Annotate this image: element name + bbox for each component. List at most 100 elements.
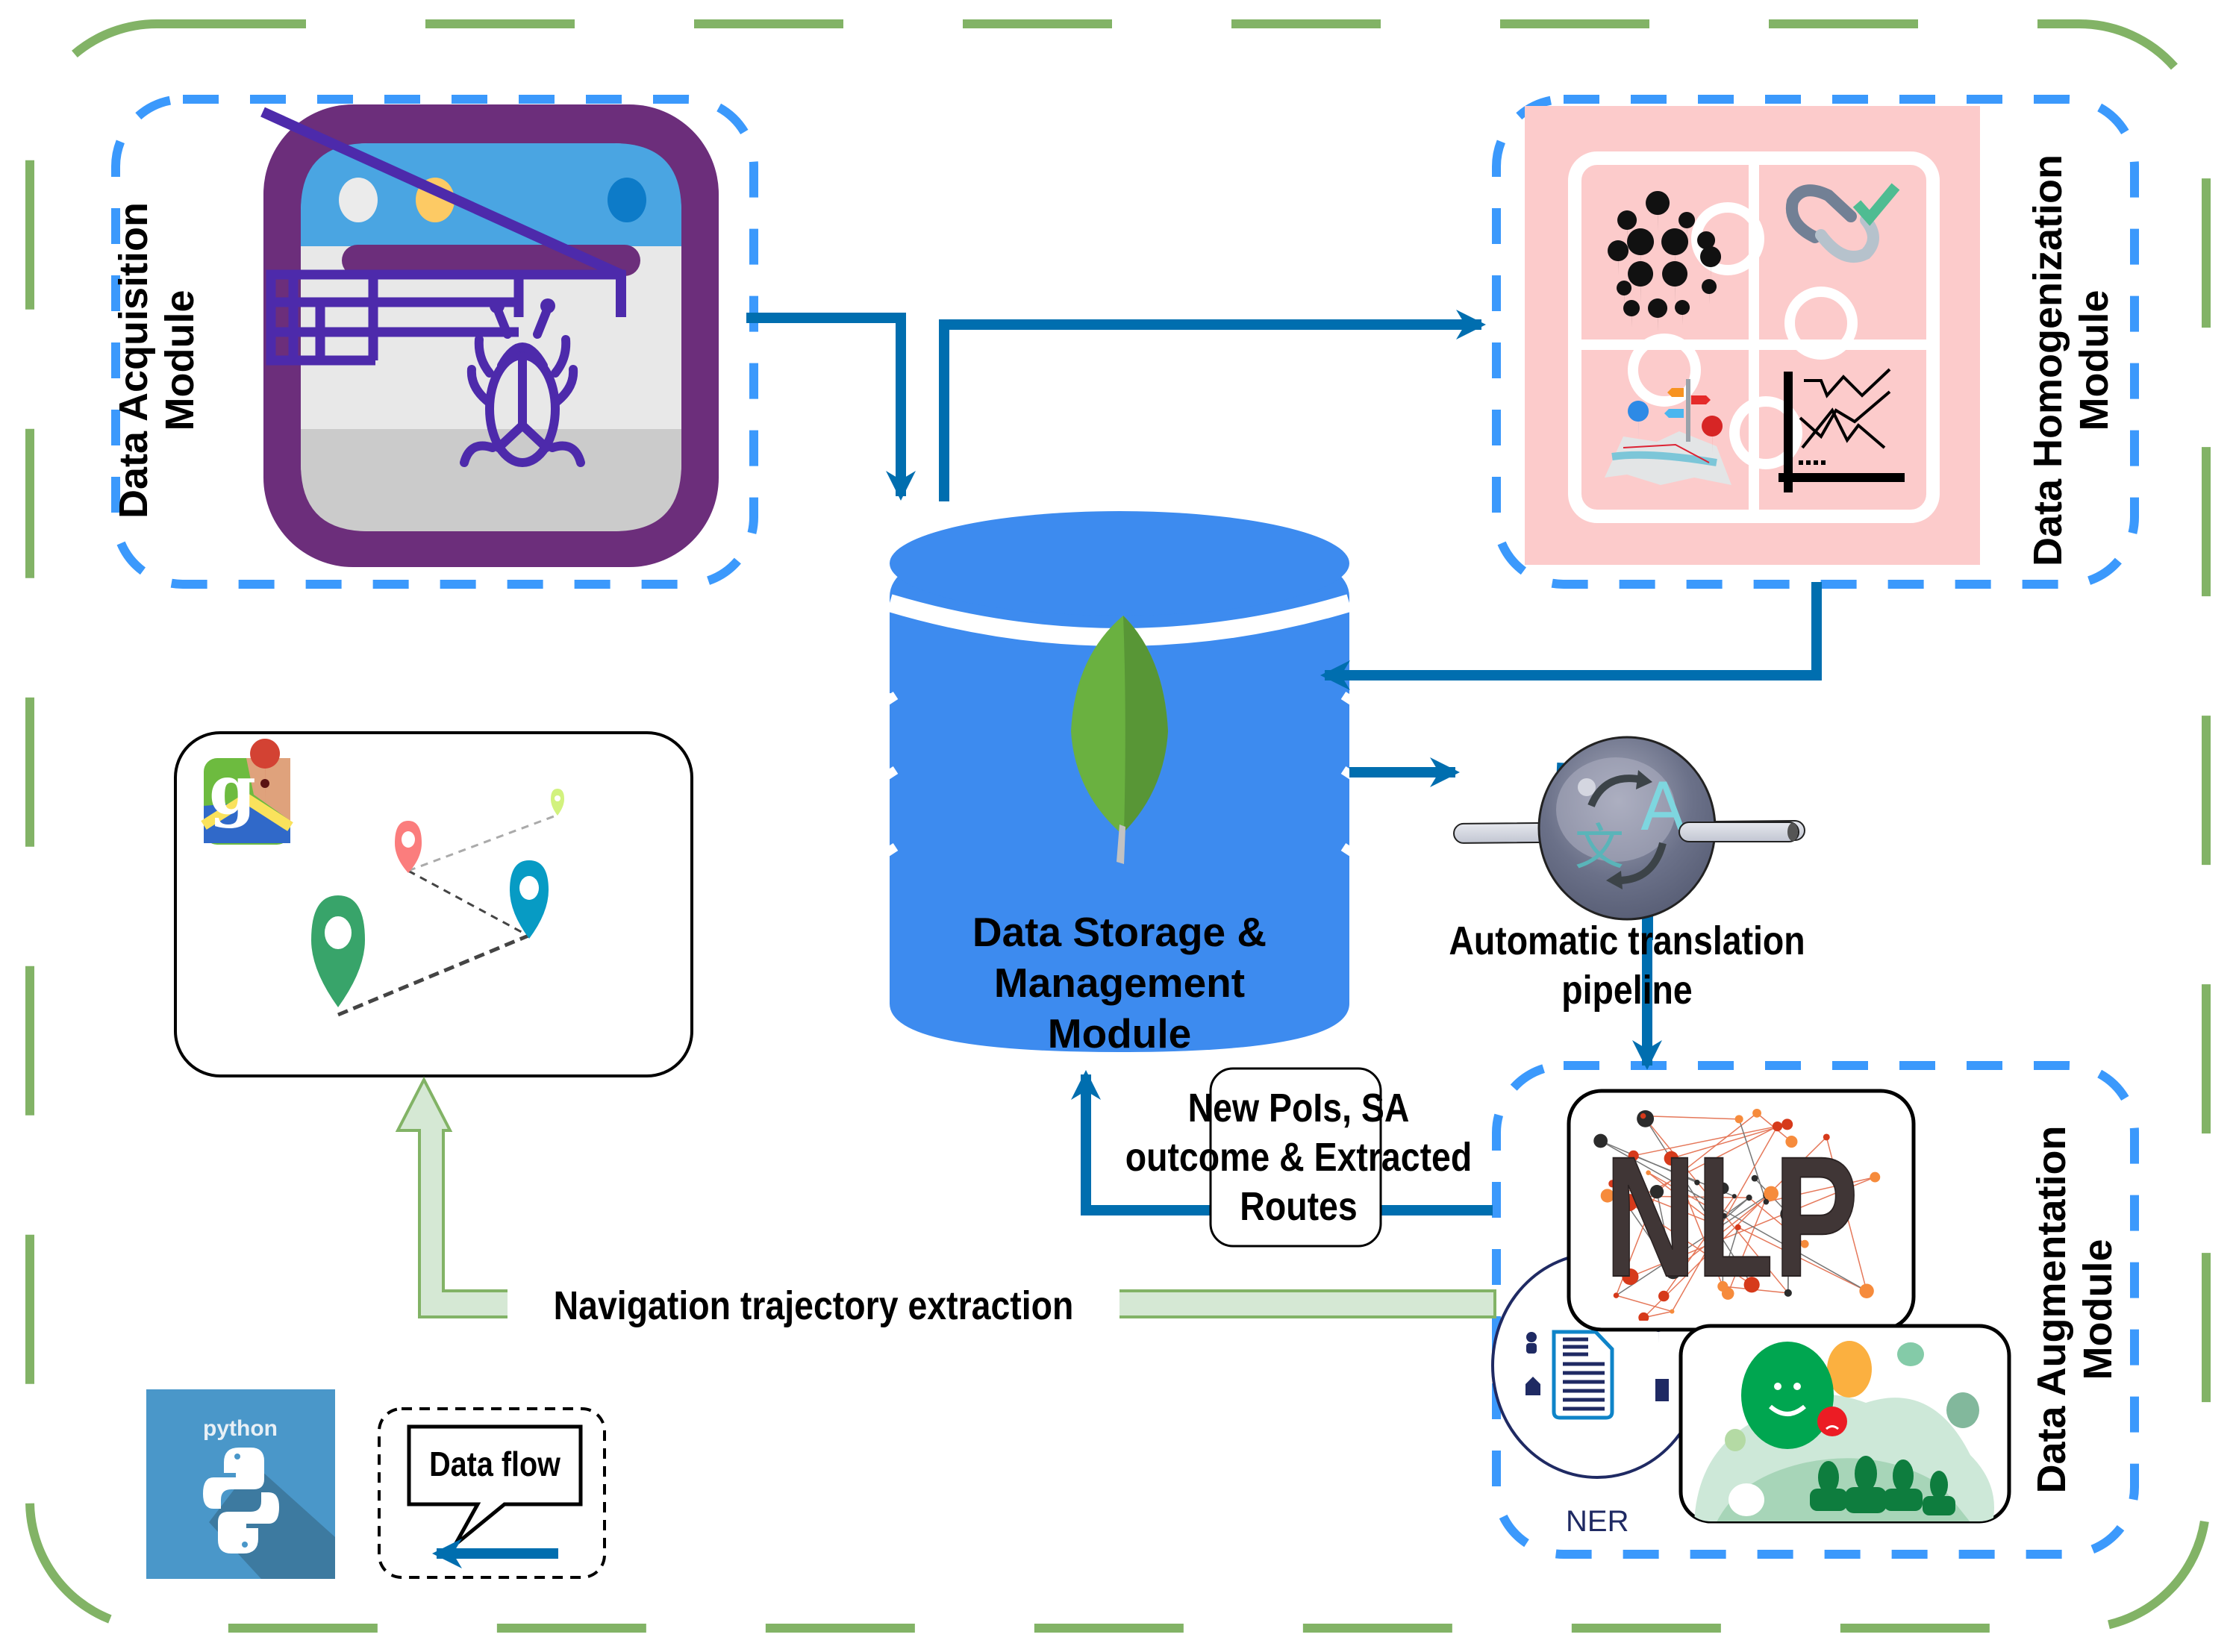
nlp-network-node bbox=[1746, 1195, 1752, 1201]
nlp-network-edge bbox=[1738, 1118, 1767, 1202]
acquisition-label-line1: Data Acquisition bbox=[111, 201, 156, 519]
web-scraper-bug-icon bbox=[260, 104, 719, 567]
storage-label-line1: Data Storage & bbox=[972, 909, 1267, 955]
nlp-network-node bbox=[1859, 1283, 1874, 1298]
nlp-network-edge bbox=[1648, 1172, 1718, 1226]
nlp-network-edge bbox=[1656, 1192, 1674, 1271]
nlp-network-node bbox=[1764, 1186, 1779, 1201]
nlp-network-node bbox=[1600, 1189, 1614, 1203]
nlp-network-edge bbox=[1766, 1176, 1876, 1203]
navigation-trajectory-text: Navigation trajectory extraction bbox=[553, 1283, 1074, 1328]
nlp-network-node bbox=[1784, 1289, 1792, 1297]
nlp-network-edge bbox=[1628, 1201, 1752, 1286]
homogenization-label-line1: Data Homogenization bbox=[2026, 154, 2070, 567]
nlp-network-node bbox=[1620, 1194, 1638, 1212]
translation-label-line2: pipeline bbox=[1561, 968, 1693, 1013]
trend-chart-icon bbox=[1779, 368, 1905, 492]
data-flow-callout bbox=[407, 1424, 583, 1546]
nlp-network-node bbox=[1665, 1263, 1681, 1280]
nlp-network-node bbox=[1613, 1292, 1620, 1298]
nlp-network-node bbox=[1870, 1171, 1881, 1183]
nlp-network-edge bbox=[1673, 1192, 1772, 1272]
nlp-network-node bbox=[1731, 1194, 1737, 1199]
storage-label-line3: Module bbox=[1047, 1010, 1192, 1057]
nlp-network-edge bbox=[1787, 1214, 1790, 1293]
output-label-line1: New PoIs, SA bbox=[1187, 1086, 1410, 1130]
puzzle-icon bbox=[1525, 106, 1980, 565]
nlp-network-edge bbox=[1648, 1171, 1725, 1216]
translation-label-line1: Automatic translation bbox=[1449, 919, 1805, 963]
nlp-network-edge bbox=[1749, 1197, 1805, 1245]
nlp-network-node bbox=[1781, 1118, 1793, 1130]
sentiment-analysis-icon bbox=[1678, 1324, 2011, 1524]
nlp-network-edge bbox=[1633, 1124, 1787, 1157]
nlp-network-node bbox=[1593, 1133, 1608, 1148]
nlp-network-node bbox=[1670, 1309, 1675, 1314]
google-maps-icon: g bbox=[201, 739, 293, 845]
svg-text:NLP: NLP bbox=[1605, 1121, 1858, 1312]
output-label-line3: Routes bbox=[1240, 1184, 1358, 1229]
nlp-network-node bbox=[1763, 1198, 1770, 1205]
nlp-network-edge bbox=[1726, 1227, 1739, 1265]
nlp-network-edge bbox=[1656, 1113, 1758, 1192]
nlp-network-node bbox=[1772, 1121, 1783, 1132]
nlp-network-edge bbox=[1826, 1136, 1867, 1292]
augmentation-label-line1: Data Augmentation bbox=[2029, 1125, 2074, 1494]
storage-module-label: Data Storage & Management Module bbox=[925, 907, 1314, 1059]
nlp-network-edge bbox=[1600, 1140, 1867, 1292]
augmentation-output-box bbox=[1209, 1067, 1382, 1248]
nlp-network-node bbox=[1785, 1135, 1798, 1148]
nlp-network-node bbox=[1694, 1180, 1700, 1186]
outer-system-border bbox=[25, 19, 2211, 1633]
arrow-storage-to-homogenization bbox=[939, 310, 1486, 501]
navigation-map-box bbox=[174, 731, 693, 1077]
nlp-network-node bbox=[1710, 1218, 1724, 1232]
nlp-network-node bbox=[1823, 1133, 1830, 1141]
nlp-network-node bbox=[1622, 1268, 1639, 1286]
poi-pins-icon bbox=[1608, 191, 1722, 333]
nlp-network-edge bbox=[1616, 1195, 1768, 1296]
route-pins-icon bbox=[311, 789, 564, 1017]
nlp-network-node bbox=[1734, 1115, 1743, 1124]
augmentation-label-line2: Module bbox=[2076, 1239, 2120, 1380]
nlp-network-node bbox=[1717, 1182, 1729, 1195]
arrow-acquisition-to-storage bbox=[746, 313, 916, 501]
svg-text:A: A bbox=[1640, 769, 1685, 845]
homogenization-module-label: Data Homogenization Module bbox=[2025, 151, 2117, 569]
svg-text:g: g bbox=[209, 751, 256, 830]
nlp-network-node bbox=[1721, 1213, 1727, 1219]
nlp-icon: NLP bbox=[1567, 1089, 1916, 1332]
data-flow-text: Data flow bbox=[429, 1445, 560, 1483]
nlp-network-node bbox=[1722, 1260, 1731, 1270]
nlp-network-edge bbox=[1671, 1124, 1787, 1160]
nlp-network-node bbox=[1721, 1287, 1734, 1300]
nlp-network-node bbox=[1664, 1151, 1678, 1166]
nlp-network-edge bbox=[1643, 1116, 1789, 1294]
homogenization-label-line2: Module bbox=[2072, 290, 2117, 431]
nlp-network-node bbox=[1658, 1290, 1670, 1302]
nlp-network-edge bbox=[1727, 1195, 1768, 1294]
augmentation-output-label: New PoIs, SA outcome & Extracted Routes bbox=[1067, 1083, 1530, 1231]
mongodb-leaf-icon bbox=[1071, 616, 1168, 864]
nlp-network-node bbox=[1734, 1224, 1741, 1230]
storage-label-line2: Management bbox=[993, 960, 1246, 1006]
nlp-network-node bbox=[1751, 1174, 1758, 1182]
navigation-trajectory-label: Navigation trajectory extraction bbox=[508, 1280, 1119, 1332]
arrow-homogenization-to-storage bbox=[1320, 582, 1822, 690]
nlp-network-node bbox=[1800, 1239, 1809, 1248]
nlp-network-node bbox=[1640, 1113, 1646, 1119]
legend-box bbox=[378, 1407, 606, 1579]
nlp-network-node bbox=[1608, 1180, 1617, 1188]
translate-icon: A 文 bbox=[1453, 736, 1805, 921]
nlp-network-node bbox=[1743, 1277, 1760, 1293]
python-label: python bbox=[203, 1416, 278, 1441]
data-flow-legend-label: Data flow bbox=[409, 1442, 581, 1486]
nlp-network-edge bbox=[1616, 1295, 1673, 1312]
nlp-network-node bbox=[1638, 1312, 1649, 1321]
augmentation-module-label: Data Augmentation Module bbox=[2029, 1101, 2121, 1518]
map-route-icon bbox=[1605, 379, 1731, 485]
nlp-network-node bbox=[1649, 1184, 1664, 1199]
nlp-network-node bbox=[1780, 1206, 1797, 1223]
